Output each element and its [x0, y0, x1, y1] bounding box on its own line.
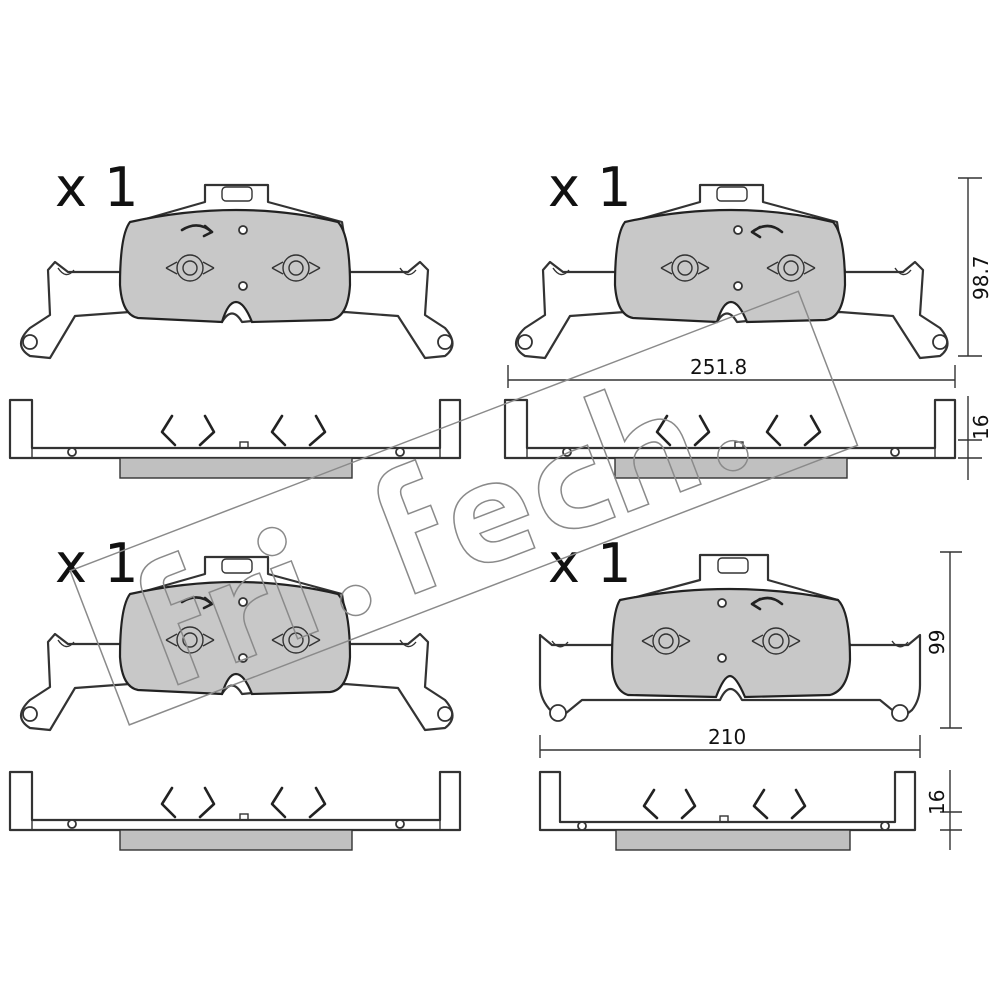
dimension-bottom-thickness: 16: [925, 770, 962, 850]
svg-text:251.8: 251.8: [690, 355, 747, 379]
quantity-label: x 1: [55, 532, 138, 595]
rotation-arrow-cw-icon: [180, 596, 214, 610]
rotation-arrow-ccw-icon: [750, 224, 784, 239]
watermark-logo: [69, 290, 859, 726]
pad-view-top-right: x 1: [503, 156, 957, 480]
svg-text:99: 99: [925, 630, 949, 655]
pad-view-bottom-right: x 1: [538, 532, 922, 852]
svg-text:98.7: 98.7: [969, 255, 993, 300]
quantity-label: x 1: [548, 532, 631, 595]
svg-text:16: 16: [925, 790, 949, 815]
pad-view-top-left: x 1: [8, 156, 462, 480]
dimension-top-thickness: 16: [958, 396, 993, 480]
svg-text:210: 210: [708, 725, 746, 749]
dimension-bottom-height: 99: [925, 551, 962, 729]
dimension-top-width: 251.8: [507, 355, 956, 388]
dimension-bottom-width: 210: [539, 725, 921, 758]
quantity-label: x 1: [548, 156, 631, 219]
rotation-arrow-ccw-icon: [750, 596, 784, 611]
dimension-top-height: 98.7: [958, 177, 993, 357]
quantity-label: x 1: [55, 156, 138, 219]
pad-view-bottom-left: x 1: [8, 532, 462, 852]
rotation-arrow-cw-icon: [180, 224, 214, 238]
svg-text:16: 16: [969, 415, 993, 440]
